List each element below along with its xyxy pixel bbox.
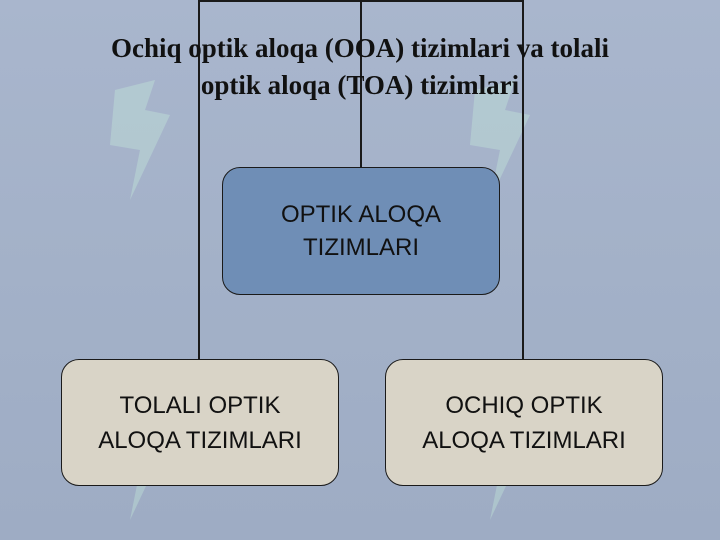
- child-node-fiber: TOLALI OPTIK ALOQA TIZIMLARI: [61, 359, 339, 486]
- child-node-fiber-line-2: ALOQA TIZIMLARI: [98, 426, 302, 454]
- child-node-open: OCHIQ OPTIK ALOQA TIZIMLARI: [385, 359, 663, 486]
- child-node-open-line-1: OCHIQ OPTIK: [445, 391, 603, 419]
- child-node-open-line-2: ALOQA TIZIMLARI: [422, 426, 626, 454]
- title-line-1: Ochiq optik aloqa (OOA) tizimlari va tol…: [111, 33, 609, 63]
- slide-title: Ochiq optik aloqa (OOA) tizimlari va tol…: [40, 30, 680, 104]
- title-line-2: optik aloqa (TOA) tizimlari: [200, 70, 520, 100]
- child-node-fiber-line-1: TOLALI OPTIK: [119, 391, 281, 419]
- root-node: OPTIK ALOQA TIZIMLARI: [222, 167, 500, 295]
- root-node-line-2: TIZIMLARI: [302, 234, 419, 261]
- root-node-line-1: OPTIK ALOQA: [280, 201, 442, 228]
